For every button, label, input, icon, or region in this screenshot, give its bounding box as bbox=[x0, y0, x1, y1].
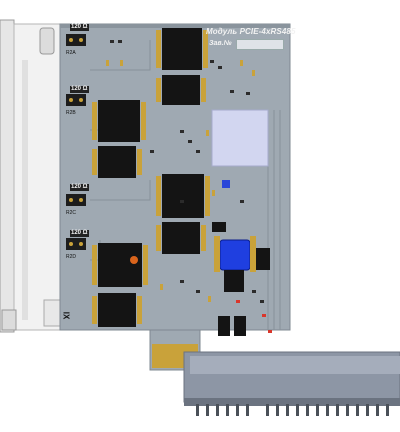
jumper-c-label: R2C bbox=[66, 210, 77, 216]
jumper-b-label: R2B bbox=[66, 110, 76, 116]
chip-1 bbox=[162, 28, 202, 70]
chip-2 bbox=[162, 75, 200, 105]
diode bbox=[256, 248, 270, 270]
jumper-b-tag: 120 Ω bbox=[70, 86, 89, 93]
orange-indicator-icon bbox=[130, 256, 138, 264]
jumper-c-tag: 120 Ω bbox=[70, 184, 89, 191]
serial-number-field bbox=[236, 39, 284, 50]
chips bbox=[98, 28, 204, 327]
jumper-d-tag: 120 Ω bbox=[70, 230, 89, 237]
chip-8 bbox=[98, 293, 136, 327]
chip-6 bbox=[162, 222, 200, 254]
board-title: Модуль PCIE-4xRS485 bbox=[206, 27, 296, 36]
chip-4 bbox=[98, 146, 136, 178]
chip-5 bbox=[162, 174, 204, 218]
jumper-a-tag: 120 Ω bbox=[70, 24, 89, 31]
jumpers bbox=[66, 34, 86, 250]
smd-passives bbox=[110, 40, 264, 303]
chip-7 bbox=[98, 243, 142, 287]
blue-component bbox=[219, 239, 251, 271]
jumper-d-label: R2D bbox=[66, 254, 77, 260]
power-section bbox=[212, 180, 270, 336]
leds bbox=[236, 300, 272, 333]
jumper-a-label: R2A bbox=[66, 50, 76, 56]
chip-pads bbox=[92, 30, 210, 324]
smd-pads bbox=[106, 60, 255, 302]
heatsink bbox=[211, 109, 269, 167]
serial-label: Зав.№ bbox=[209, 40, 232, 47]
bracket-mark: IX bbox=[61, 311, 71, 320]
chip-3 bbox=[98, 100, 140, 142]
pcie-connector bbox=[183, 351, 400, 416]
mounting-bracket bbox=[0, 19, 63, 333]
